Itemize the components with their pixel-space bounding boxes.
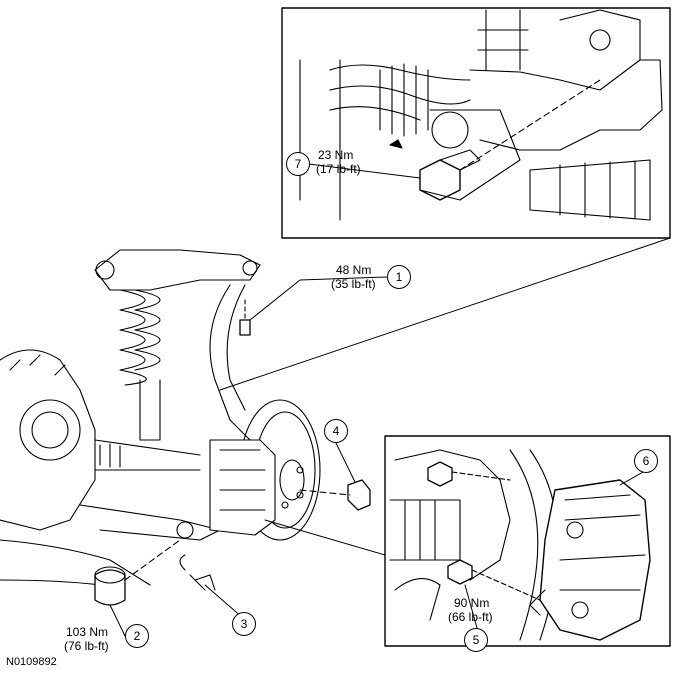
top-detail-inset xyxy=(281,7,671,239)
torque-label-5-nm: 90 Nm xyxy=(454,596,490,610)
caliper-detail-inset xyxy=(384,435,671,647)
torque-label-1-nm: 48 Nm xyxy=(336,263,372,277)
callout-3: 3 xyxy=(232,612,256,636)
callout-4: 4 xyxy=(324,419,348,443)
torque-label-2-nm: 103 Nm xyxy=(66,625,109,639)
figure-id: N0109892 xyxy=(6,656,57,668)
torque-label-7-lbft: (17 lb-ft) xyxy=(316,162,361,176)
main-assembly xyxy=(0,249,371,606)
torque-label-5-lbft: (66 lb-ft) xyxy=(448,610,493,624)
callout-5: 5 xyxy=(464,628,488,652)
callout-7: 7 xyxy=(286,152,310,176)
torque-label-7-nm: 23 Nm xyxy=(318,148,354,162)
torque-label-2-lbft: (76 lb-ft) xyxy=(64,639,109,653)
callout-1: 1 xyxy=(387,265,411,289)
callout-6: 6 xyxy=(634,449,658,473)
torque-label-1-lbft: (35 lb-ft) xyxy=(331,277,376,291)
callout-2: 2 xyxy=(125,624,149,648)
